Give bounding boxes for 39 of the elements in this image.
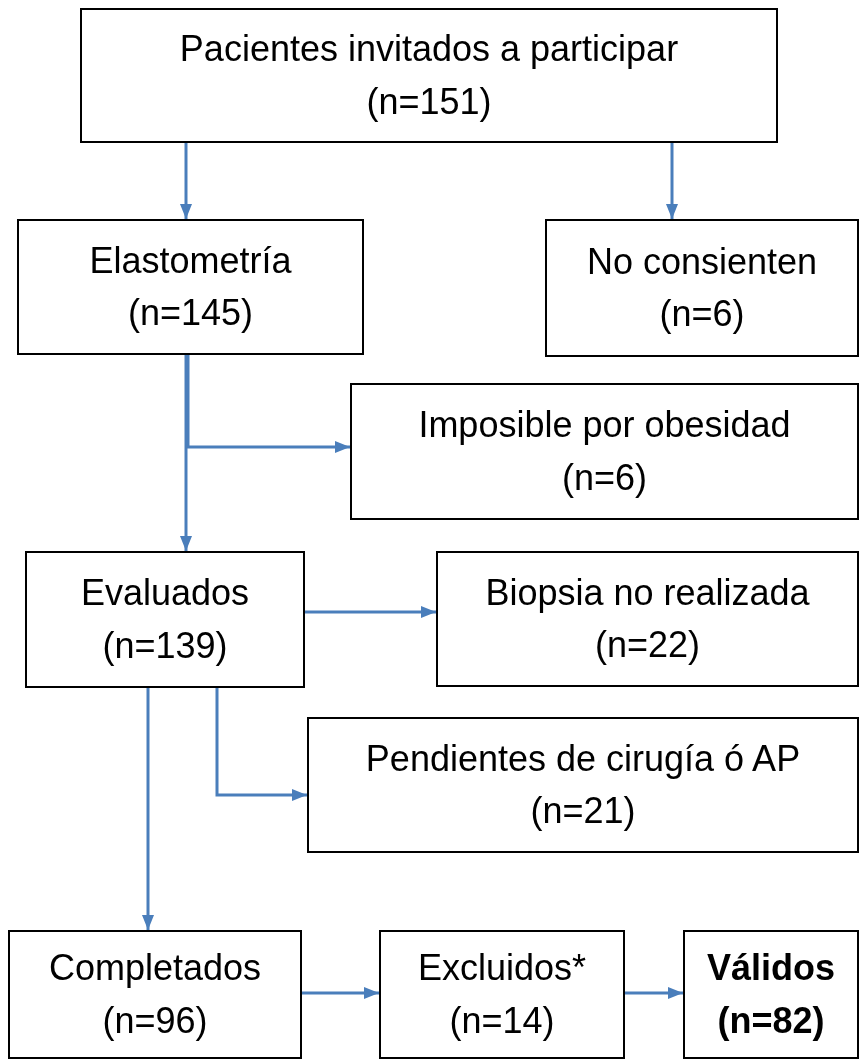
process-box: [379, 930, 625, 1059]
arrow: [180, 355, 192, 551]
count-label: (n=151): [366, 79, 492, 124]
box-title: Elastometría: [89, 238, 292, 283]
box-title: Evaluados: [80, 571, 250, 616]
box-title: Pacientes invitados a participar: [179, 27, 679, 72]
count-label: (n=96): [102, 998, 208, 1043]
count-label: (n=6): [659, 292, 745, 336]
process-box: [683, 930, 859, 1059]
process-box: [436, 551, 859, 687]
arrow: [302, 987, 379, 999]
count-label: (n=21): [530, 789, 636, 833]
arrow: [305, 606, 436, 618]
arrow: [142, 688, 154, 930]
count-label: (n=145): [127, 291, 254, 335]
process-box: [17, 219, 364, 355]
process-box: [307, 717, 859, 853]
arrow: [666, 143, 678, 219]
box-title: No consienten: [586, 239, 818, 284]
count-label: (n=139): [102, 623, 228, 668]
count-label: (n=82): [717, 998, 825, 1043]
count-label: (n=14): [449, 998, 555, 1043]
box-title: Válidos: [706, 946, 835, 991]
process-box: [350, 383, 859, 520]
arrow: [186, 355, 350, 453]
process-box: [25, 551, 305, 688]
box-title: Biopsia no realizada: [485, 570, 810, 615]
box-title: Excluidos*: [417, 946, 587, 991]
count-label: (n=6): [561, 455, 647, 500]
process-box: [545, 219, 859, 357]
arrow: [180, 143, 192, 219]
box-title: Imposible por obesidad: [418, 403, 791, 448]
arrow: [215, 688, 307, 801]
box-title: Completados: [48, 946, 262, 991]
count-label: (n=22): [594, 623, 701, 667]
process-box: [8, 930, 302, 1059]
box-title: Pendientes de cirugía ó AP: [365, 736, 801, 781]
process-box: [80, 8, 778, 143]
arrow: [625, 987, 683, 999]
